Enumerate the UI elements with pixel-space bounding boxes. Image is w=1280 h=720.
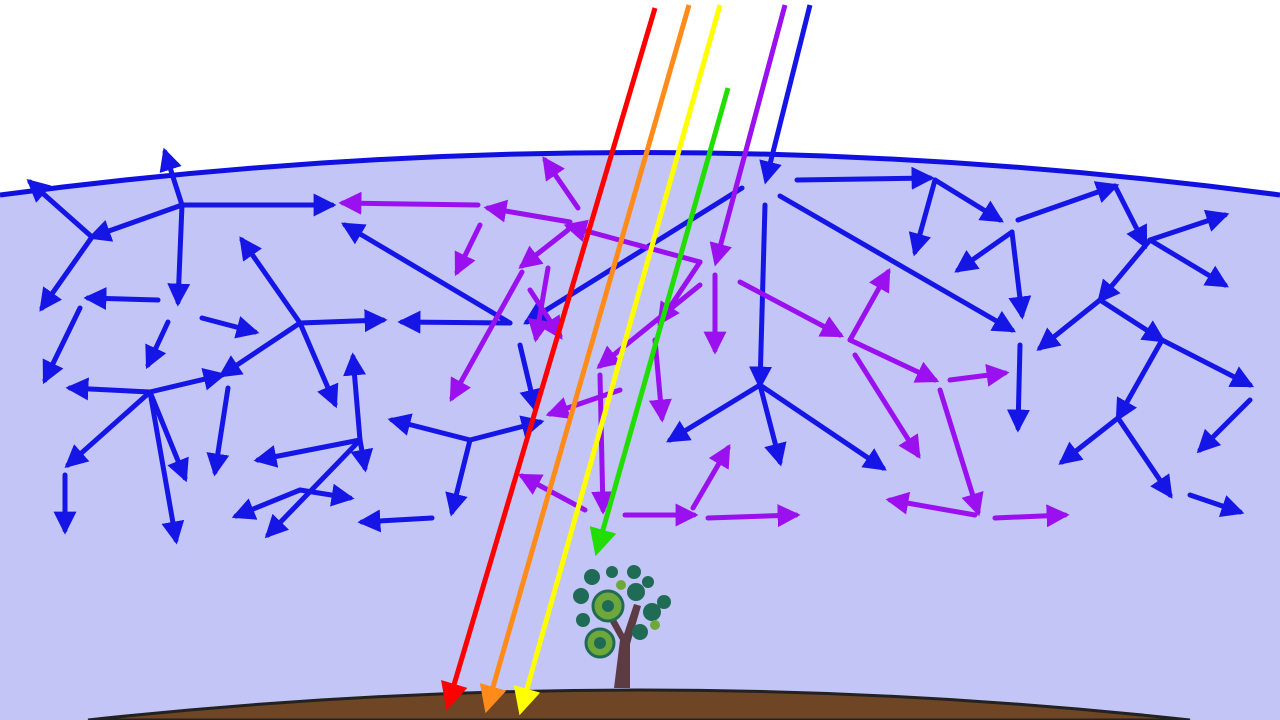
- blue-scatter-arrow: [387, 413, 473, 443]
- tree-icon: [573, 565, 671, 688]
- blue-scatter-arrow: [1196, 397, 1253, 454]
- violet-scatter-arrow: [449, 269, 525, 403]
- violet-scatter-arrow: [454, 222, 483, 277]
- blue-scatter-arrow: [350, 437, 374, 473]
- violet-scatter-arrow: [527, 265, 551, 343]
- blue-scatter-arrow: [297, 483, 355, 507]
- blue-scatter-arrow: [343, 352, 367, 443]
- blue-scatter-arrow: [1112, 183, 1148, 250]
- blue-scatter-arrow: [147, 389, 185, 545]
- blue-scatter-arrow: [87, 202, 185, 242]
- blue-scatter-arrow: [1115, 337, 1165, 423]
- blue-scatter-arrow: [1058, 415, 1121, 465]
- blue-scatter-arrows: [26, 147, 1255, 545]
- blue-scatter-arrow: [1006, 342, 1030, 433]
- violet-scatter-arrow: [847, 267, 891, 343]
- blue-scatter-arrow: [297, 309, 388, 333]
- violet-scatter-arrow: [947, 363, 1010, 387]
- violet-scatter-arrow: [648, 337, 672, 423]
- violet-scatter-arrow: [517, 473, 588, 513]
- ground: [87, 688, 1191, 720]
- blue-scatter-arrow: [231, 487, 303, 520]
- blue-scatter-arrow: [1097, 237, 1153, 304]
- violet-scatter-arrow: [992, 504, 1070, 528]
- blue-scatter-arrow: [145, 319, 171, 370]
- ray-blue: [759, 4, 813, 185]
- blue-scatter-arrow: [239, 236, 303, 326]
- atmosphere: [0, 152, 1280, 720]
- violet-scatter-arrow: [847, 337, 940, 383]
- blue-scatter-arrow: [1147, 209, 1230, 243]
- blue-scatter-arrow: [445, 437, 473, 517]
- blue-scatter-arrow: [42, 305, 83, 385]
- ray-red: [441, 7, 658, 711]
- blue-scatter-arrow: [1115, 415, 1173, 499]
- blue-scatter-arrow: [523, 185, 745, 325]
- blue-scatter-arrow: [666, 382, 763, 443]
- blue-scatter-arrow: [264, 437, 363, 539]
- incoming-rays: [441, 4, 813, 716]
- blue-scatter-arrow: [64, 389, 153, 469]
- blue-scatter-arrow: [297, 320, 339, 409]
- blue-scatter-arrow: [218, 320, 303, 378]
- violet-scatter-arrows: [338, 156, 1070, 528]
- violet-scatter-arrow: [483, 199, 573, 225]
- blue-scatter-arrow: [199, 315, 260, 339]
- violet-scatter-arrow: [542, 156, 581, 211]
- violet-scatter-arrow: [518, 227, 571, 269]
- blue-scatter-arrow: [357, 509, 435, 533]
- ray-violet: [709, 4, 788, 267]
- blue-scatter-arrow: [467, 415, 545, 443]
- blue-scatter-arrow: [1147, 237, 1229, 288]
- violet-scatter-arrow: [885, 491, 978, 518]
- blue-scatter-arrow: [932, 177, 1004, 223]
- blue-scatter-arrow: [1159, 337, 1255, 388]
- blue-scatter-arrow: [39, 234, 95, 312]
- blue-scatter-arrow: [253, 437, 363, 468]
- blue-scatter-arrow: [1036, 297, 1103, 351]
- ray-yellow: [513, 4, 723, 716]
- blue-scatter-arrow: [757, 382, 887, 471]
- blue-scatter-arrow: [794, 166, 935, 190]
- ray-orange: [479, 4, 692, 714]
- blue-scatter-arrow: [757, 382, 787, 467]
- blue-scatter-arrow: [777, 193, 1016, 333]
- ray-green: [589, 87, 731, 557]
- blue-scatter-arrow: [1097, 297, 1166, 343]
- blue-scatter-arrow: [1187, 492, 1245, 517]
- blue-scatter-arrow: [517, 342, 542, 413]
- violet-scatter-arrow: [737, 279, 845, 338]
- blue-scatter-arrow: [83, 287, 161, 311]
- blue-scatter-arrow: [26, 178, 95, 240]
- atmosphere-edge: [0, 150, 1280, 198]
- blue-scatter-arrow: [1015, 181, 1120, 223]
- violet-scatter-arrow: [690, 444, 731, 511]
- blue-scatter-arrow: [954, 229, 1015, 273]
- blue-scatter-arrow: [147, 368, 227, 395]
- blue-scatter-arrow: [206, 385, 231, 477]
- violet-scatter-arrow: [937, 387, 984, 517]
- violet-scatter-arrow: [596, 282, 703, 369]
- violet-scatter-arrow: [705, 504, 801, 528]
- violet-scatter-arrow: [338, 191, 481, 215]
- blue-scatter-arrow: [147, 389, 189, 483]
- violet-scatter-arrow: [527, 287, 563, 340]
- blue-scatter-arrow: [167, 202, 191, 307]
- blue-scatter-arrow: [908, 177, 938, 257]
- blue-scatter-arrow: [65, 377, 153, 401]
- blue-scatter-arrow: [341, 222, 513, 326]
- violet-scatter-arrow: [852, 352, 921, 459]
- blue-scatter-arrow: [1008, 229, 1032, 320]
- blue-scatter-arrow: [159, 147, 185, 208]
